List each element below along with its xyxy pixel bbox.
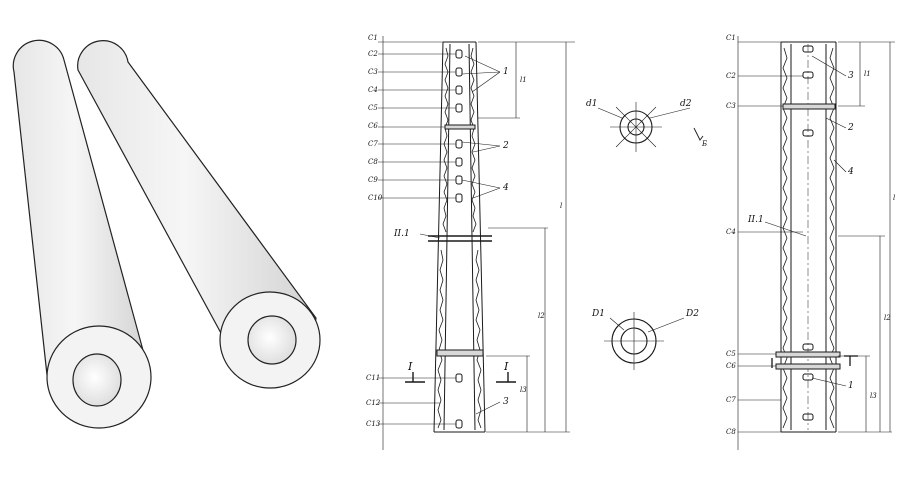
label-b: Б bbox=[701, 140, 707, 148]
side-joint-label: II.1 bbox=[747, 215, 764, 225]
side-callout-2: 2 bbox=[847, 123, 854, 133]
left-mark-4: C4 bbox=[368, 86, 378, 94]
section-mark-left: I bbox=[407, 360, 413, 373]
label-D2: D2 bbox=[685, 309, 699, 319]
side-left-mark-3: C3 bbox=[726, 102, 736, 110]
callout-3: 3 bbox=[503, 397, 509, 407]
side-left-mark-7: C7 bbox=[726, 396, 736, 404]
section-top bbox=[597, 102, 704, 152]
side-dim-l: l bbox=[893, 194, 895, 202]
side-dim-l1: l1 bbox=[864, 70, 871, 78]
left-mark-9: C9 bbox=[368, 176, 378, 184]
front-view-labels: 1 2 4 3 l1 l l2 l3 I I II.1 C1 C2 C3 C4 … bbox=[366, 34, 562, 428]
left-mark-13: C13 bbox=[366, 420, 381, 428]
dim-l3: l3 bbox=[520, 386, 527, 394]
side-left-mark-4: C4 bbox=[726, 228, 736, 236]
left-mark-5: C5 bbox=[368, 104, 378, 112]
dim-l: l bbox=[560, 202, 562, 210]
callout-2: 2 bbox=[502, 141, 509, 151]
side-callout-4: 4 bbox=[847, 167, 854, 177]
side-left-mark-8: C8 bbox=[726, 428, 736, 436]
side-left-mark-1: C1 bbox=[726, 34, 736, 42]
side-left-mark-5: C5 bbox=[726, 350, 736, 358]
label-d1: d1 bbox=[586, 99, 598, 109]
front-view bbox=[378, 36, 575, 450]
left-mark-12: C12 bbox=[366, 399, 381, 407]
left-mark-8: C8 bbox=[368, 158, 378, 166]
side-dim-l3: l3 bbox=[870, 392, 877, 400]
callout-1: 1 bbox=[503, 67, 509, 77]
tube-right bbox=[77, 40, 321, 389]
side-view bbox=[737, 36, 895, 450]
joint-label: II.1 bbox=[393, 229, 410, 239]
label-d2: d2 bbox=[680, 99, 692, 109]
left-mark-6: C6 bbox=[368, 122, 378, 130]
left-mark-7: C7 bbox=[368, 140, 378, 148]
side-left-mark-6: C6 bbox=[726, 362, 736, 370]
label-D1: D1 bbox=[591, 309, 605, 319]
side-dim-l2: l2 bbox=[884, 314, 891, 322]
dim-l1: l1 bbox=[520, 76, 527, 84]
left-mark-10: C10 bbox=[368, 194, 383, 202]
callout-4: 4 bbox=[502, 183, 509, 193]
dim-l2: l2 bbox=[538, 312, 545, 320]
section-labels: d1 d2 Б D1 D2 bbox=[586, 99, 707, 319]
left-mark-3: C3 bbox=[368, 68, 378, 76]
side-left-mark-2: C2 bbox=[726, 72, 736, 80]
side-callout-1: 1 bbox=[848, 381, 854, 391]
side-view-labels: 3 2 4 1 l1 l l2 l3 II.1 C1 C2 C3 C4 C5 C… bbox=[726, 34, 895, 436]
tube-left bbox=[12, 39, 152, 429]
section-mark-right: I bbox=[503, 360, 509, 373]
left-mark-2: C2 bbox=[368, 50, 378, 58]
left-mark-11: C11 bbox=[366, 374, 380, 382]
left-mark-1: C1 bbox=[368, 34, 378, 42]
side-callout-3: 3 bbox=[848, 71, 854, 81]
section-bottom bbox=[604, 312, 685, 370]
